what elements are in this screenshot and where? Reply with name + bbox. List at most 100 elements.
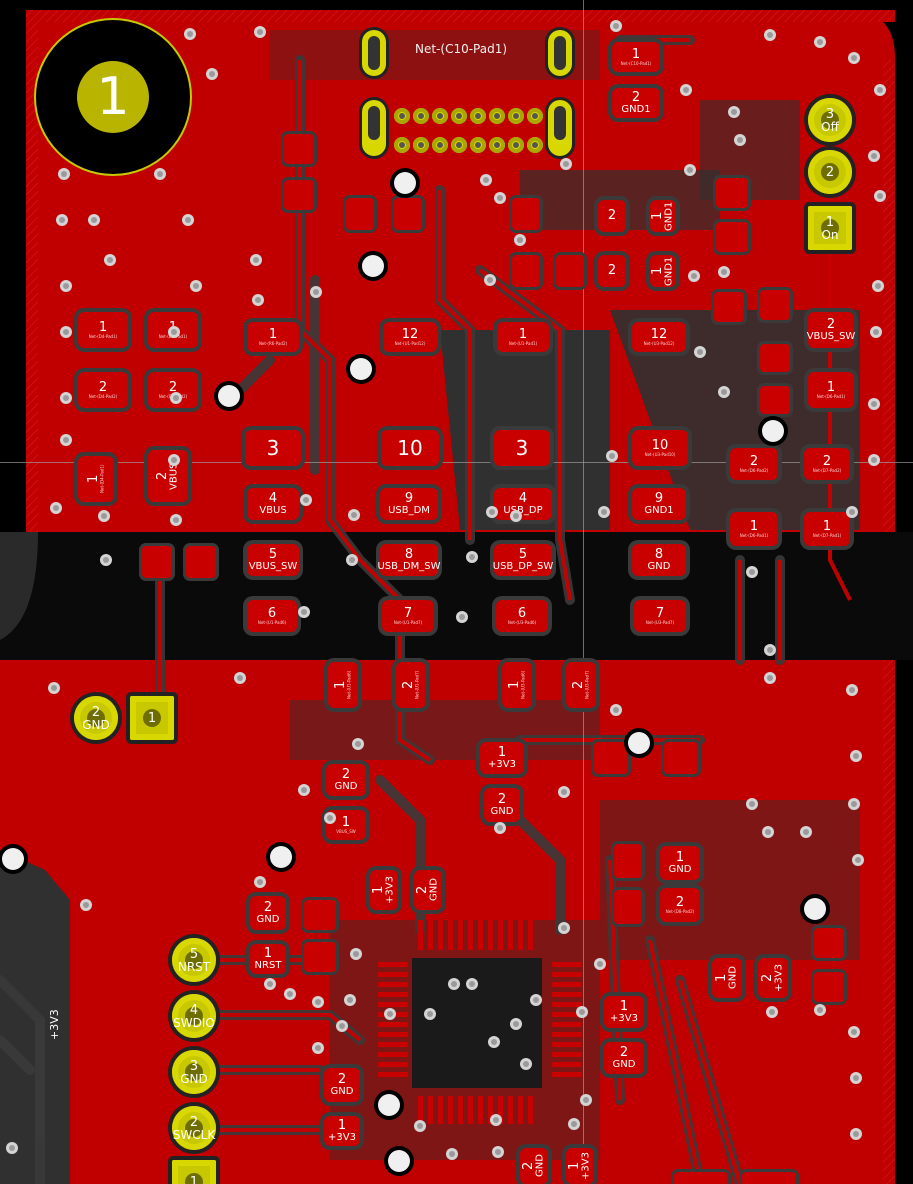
smd-pad[interactable] xyxy=(142,546,172,578)
smd-pad[interactable] xyxy=(346,198,374,230)
usb-pin[interactable] xyxy=(527,108,543,124)
mcu-pin[interactable] xyxy=(378,1052,408,1057)
via[interactable] xyxy=(58,168,70,180)
via[interactable] xyxy=(168,454,180,466)
via[interactable] xyxy=(610,20,622,32)
via[interactable] xyxy=(312,996,324,1008)
usb-pin[interactable] xyxy=(508,137,524,153)
via[interactable] xyxy=(850,750,862,762)
via[interactable] xyxy=(688,270,700,282)
smd-pad[interactable] xyxy=(304,942,336,972)
mcu-pin[interactable] xyxy=(552,972,582,977)
via[interactable] xyxy=(850,1072,862,1084)
large-via[interactable] xyxy=(270,846,292,868)
mcu-pin[interactable] xyxy=(428,920,433,950)
tht-pin[interactable]: 2 xyxy=(808,150,852,194)
usb-pin[interactable] xyxy=(394,137,410,153)
via[interactable] xyxy=(734,134,746,146)
via[interactable] xyxy=(694,346,706,358)
mcu-pin[interactable] xyxy=(508,920,513,950)
via[interactable] xyxy=(718,266,730,278)
usb-pin[interactable] xyxy=(508,108,524,124)
smd-pad[interactable]: 2 xyxy=(598,200,626,232)
usb-pin[interactable] xyxy=(451,108,467,124)
large-via[interactable] xyxy=(218,385,240,407)
tht-pin[interactable]: 1 xyxy=(172,1160,216,1184)
smd-pad[interactable]: 1+3V3 xyxy=(370,870,398,910)
via[interactable] xyxy=(580,1094,592,1106)
mcu-pin[interactable] xyxy=(448,920,453,950)
via[interactable] xyxy=(488,1036,500,1048)
mcu-pin[interactable] xyxy=(552,1032,582,1037)
large-via[interactable] xyxy=(2,848,24,870)
via[interactable] xyxy=(494,192,506,204)
smd-pad[interactable] xyxy=(512,198,540,230)
via[interactable] xyxy=(298,606,310,618)
via[interactable] xyxy=(168,326,180,338)
via[interactable] xyxy=(348,509,360,521)
via[interactable] xyxy=(324,812,336,824)
usb-shield-slot[interactable] xyxy=(548,100,572,156)
via[interactable] xyxy=(762,826,774,838)
via[interactable] xyxy=(846,684,858,696)
mcu-pin[interactable] xyxy=(378,1062,408,1067)
smd-pad[interactable] xyxy=(594,742,628,774)
usb-pin[interactable] xyxy=(413,137,429,153)
via[interactable] xyxy=(254,876,266,888)
via[interactable] xyxy=(490,1114,502,1126)
smd-pad[interactable] xyxy=(760,290,790,320)
large-via[interactable] xyxy=(394,172,416,194)
usb-pin[interactable] xyxy=(413,108,429,124)
via[interactable] xyxy=(558,922,570,934)
tht-pin[interactable]: 1 xyxy=(130,696,174,740)
via[interactable] xyxy=(814,36,826,48)
via[interactable] xyxy=(870,326,882,338)
via[interactable] xyxy=(184,28,196,40)
via[interactable] xyxy=(284,988,296,1000)
via[interactable] xyxy=(350,948,362,960)
mcu-pin[interactable] xyxy=(468,920,473,950)
usb-pin[interactable] xyxy=(470,108,486,124)
mcu-pin[interactable] xyxy=(378,1042,408,1047)
large-via[interactable] xyxy=(378,1094,400,1116)
smd-pad[interactable] xyxy=(556,255,584,287)
mcu-pin[interactable] xyxy=(438,920,443,950)
via[interactable] xyxy=(384,1008,396,1020)
mcu-pin[interactable] xyxy=(528,1096,533,1124)
mcu-pin[interactable] xyxy=(552,1022,582,1027)
via[interactable] xyxy=(170,392,182,404)
via[interactable] xyxy=(764,672,776,684)
usb-pin[interactable] xyxy=(432,108,448,124)
smd-pad[interactable] xyxy=(664,742,698,774)
smd-pad[interactable] xyxy=(512,255,540,287)
smd-pad[interactable] xyxy=(394,198,422,230)
smd-pad[interactable] xyxy=(714,292,744,322)
mcu-pin[interactable] xyxy=(448,1096,453,1124)
large-via[interactable] xyxy=(628,732,650,754)
mcu-pin[interactable] xyxy=(552,1002,582,1007)
via[interactable] xyxy=(310,286,322,298)
via[interactable] xyxy=(154,168,166,180)
via[interactable] xyxy=(298,784,310,796)
